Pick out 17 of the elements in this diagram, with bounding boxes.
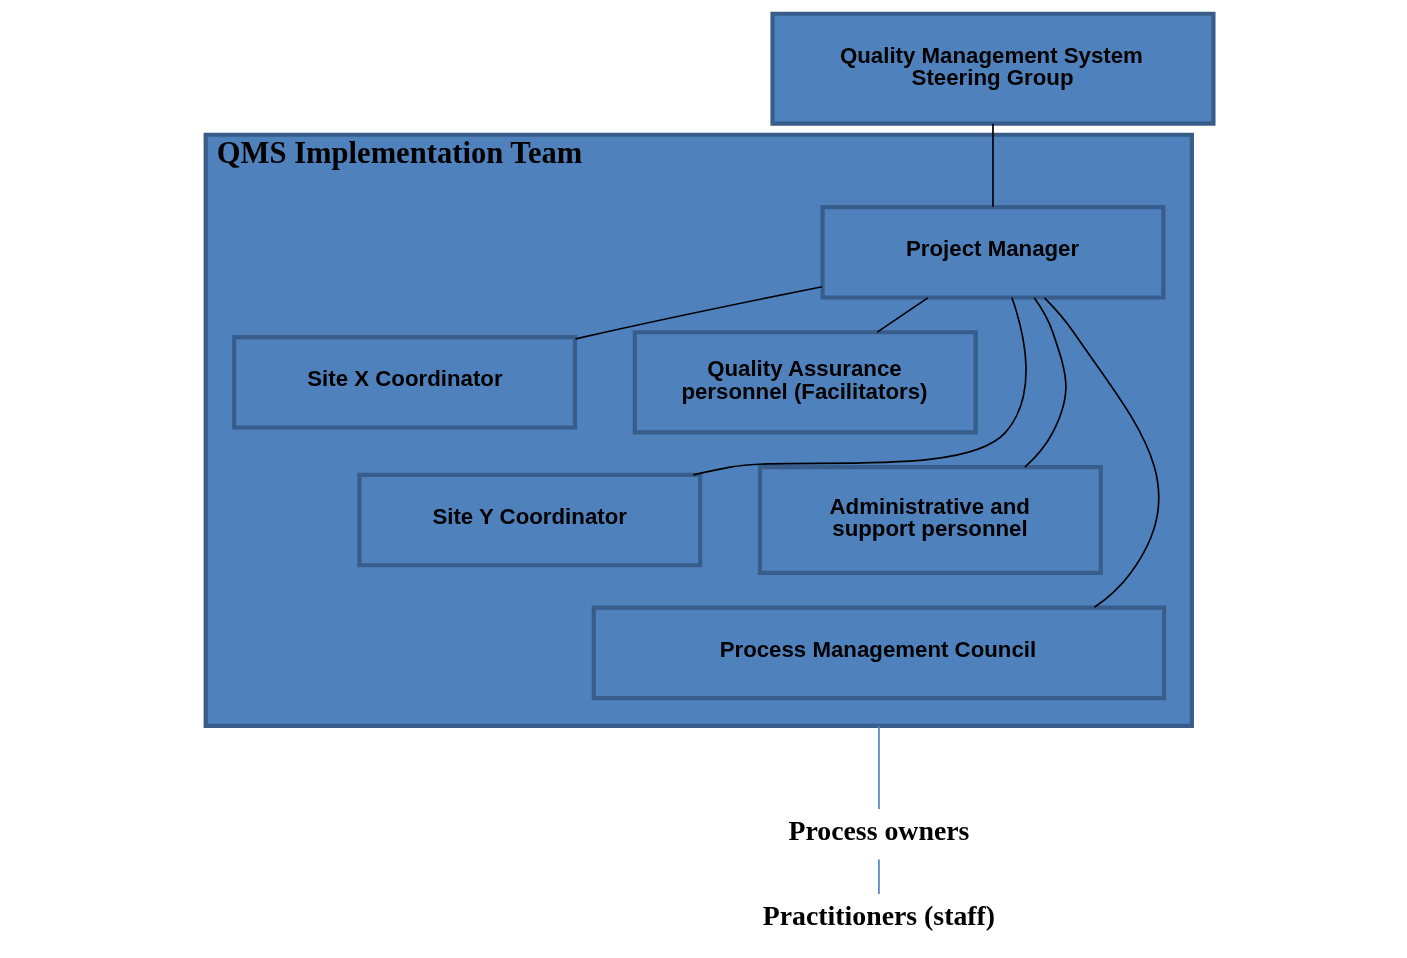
connector xyxy=(877,725,880,810)
connector xyxy=(1043,296,1159,609)
node-text: Process owners xyxy=(788,814,969,846)
node-text: Practitioners (staff) xyxy=(762,899,995,931)
connector xyxy=(574,285,823,340)
node-box: Site Y Coordinator xyxy=(356,472,702,568)
connector xyxy=(692,296,1027,476)
connector xyxy=(1023,296,1067,468)
connector xyxy=(991,123,994,208)
node-box: Quality Assurance personnel (Facilitators) xyxy=(632,330,978,435)
node-box: Site X Coordinator xyxy=(231,335,577,430)
connector xyxy=(875,297,929,333)
node-box: Administrative and support personnel xyxy=(757,465,1103,575)
node-box: Project Manager xyxy=(820,205,1165,300)
node-box: Quality Management System Steering Group xyxy=(769,11,1216,126)
connector xyxy=(877,858,880,895)
node-box: Process Management Council xyxy=(591,605,1166,701)
